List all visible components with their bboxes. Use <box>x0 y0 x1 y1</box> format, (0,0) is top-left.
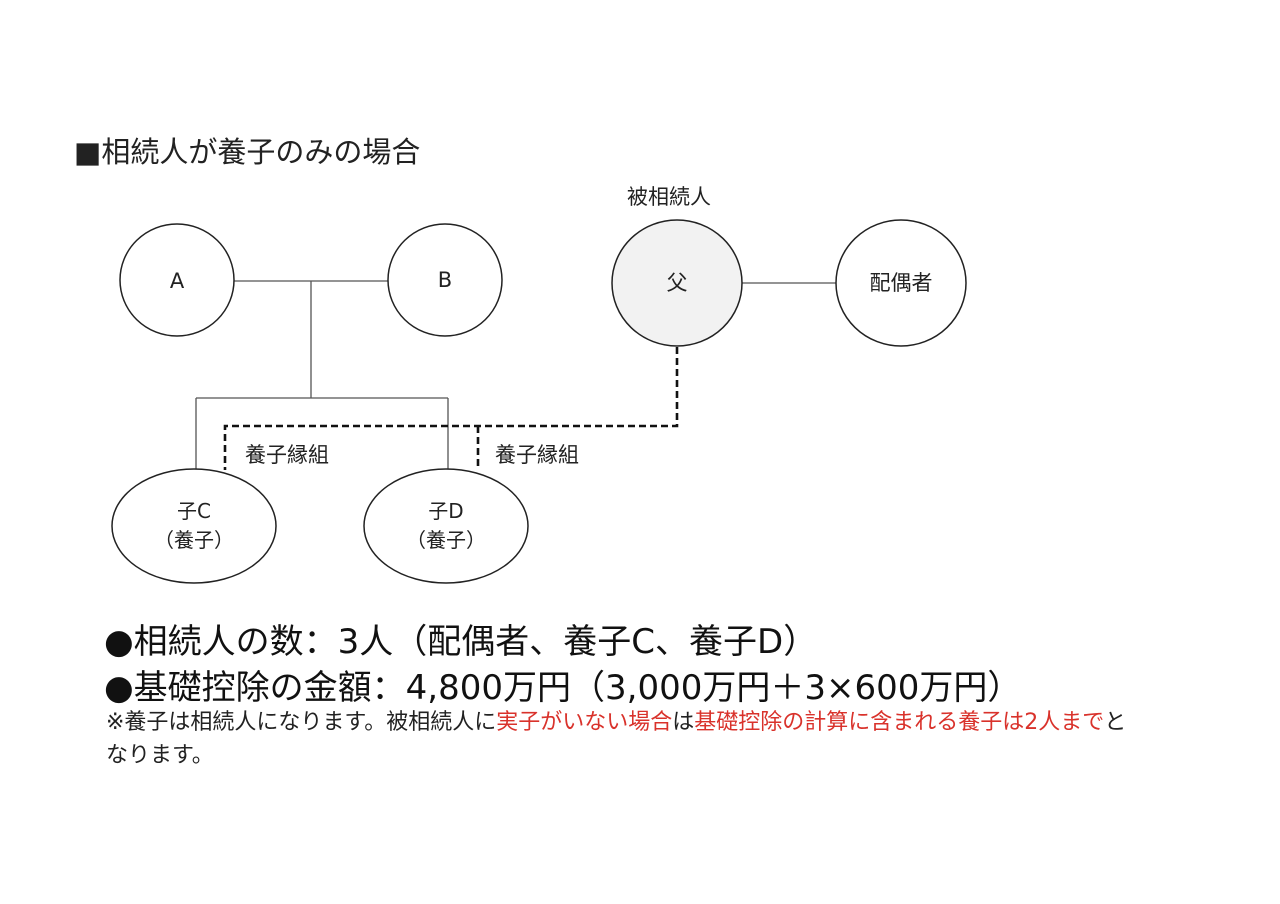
note-highlight-no-biological-child: 実子がいない場合 <box>496 710 673 735</box>
note-text-3: となります。 <box>106 710 1127 768</box>
basic-deduction-line: ●基礎控除の金額：4,800万円（3,000万円＋3×600万円） <box>104 668 1022 708</box>
note-text-1: ※養子は相続人になります。被相続人に <box>106 710 497 735</box>
adoption-line-c <box>223 347 679 470</box>
page-title: ■相続人が養子のみの場合 <box>74 135 421 169</box>
adoption-label-d: 養子縁組 <box>495 443 579 467</box>
decedent-caption: 被相続人 <box>627 185 711 209</box>
child-c-sublabel: （養子） <box>154 528 234 552</box>
child-d-node <box>363 468 529 584</box>
child-d-sublabel: （養子） <box>406 528 486 552</box>
child-d-label: 子D <box>428 499 463 523</box>
spouse-label: 配偶者 <box>870 271 933 295</box>
adoption-label-c: 養子縁組 <box>245 443 329 467</box>
person-b-label: B <box>438 268 452 292</box>
spouse-node <box>835 219 967 347</box>
person-b-node <box>387 223 503 337</box>
footnote: ※養子は相続人になります。被相続人に実子がいない場合は基礎控除の計算に含まれる養… <box>106 706 1136 772</box>
note-highlight-adoption-limit: 基礎控除の計算に含まれる養子は2人まで <box>694 710 1105 735</box>
person-a-node <box>119 223 235 337</box>
note-text-2: は <box>672 710 695 735</box>
child-c-node <box>111 468 277 584</box>
father-label: 父 <box>667 271 688 295</box>
father-node <box>611 219 743 347</box>
child-c-label: 子C <box>177 499 211 523</box>
person-a-label: A <box>170 269 185 293</box>
heirs-count-line: ●相続人の数：3人（配偶者、養子C、養子D） <box>104 622 818 662</box>
